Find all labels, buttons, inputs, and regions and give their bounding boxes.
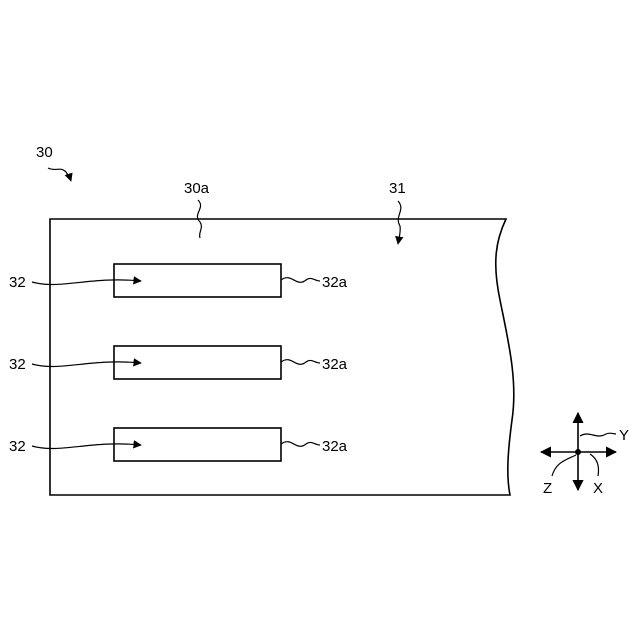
y-axis-leader [580,433,616,436]
element-row-3: 32 32a [9,428,348,461]
element-ref-arrow [32,362,141,367]
z-axis-leader [552,455,576,476]
element-ref-label: 32 [9,274,26,291]
body-ref-label: 31 [389,180,406,197]
edge-leader-line [281,442,320,447]
element-ref-arrow [32,444,141,449]
axis-indicator: Y Z X [541,413,629,497]
x-axis-leader [590,454,599,476]
edge-ref-label: 32a [322,274,348,291]
element-ref-label: 32 [9,356,26,373]
element-row-1: 32 32a [9,264,348,297]
figure-ref-label: 30 [36,144,53,161]
z-axis-label: Z [543,480,552,497]
element-ref-arrow [32,280,141,285]
body-outline [50,219,514,495]
body-ref-arrow [398,201,401,244]
edge-ref-label: 32a [322,356,348,373]
x-axis-label: X [593,480,603,497]
figure-ref-arrow [48,168,71,181]
element-ref-label: 32 [9,438,26,455]
edge-ref-label: 32a [322,438,348,455]
edge-leader-line [281,278,320,283]
edge-leader-line [281,360,320,365]
element-row-2: 32 32a [9,346,348,379]
z-axis-origin-dot [575,449,581,455]
surface-ref-label: 30a [184,180,210,197]
y-axis-label: Y [619,427,629,444]
